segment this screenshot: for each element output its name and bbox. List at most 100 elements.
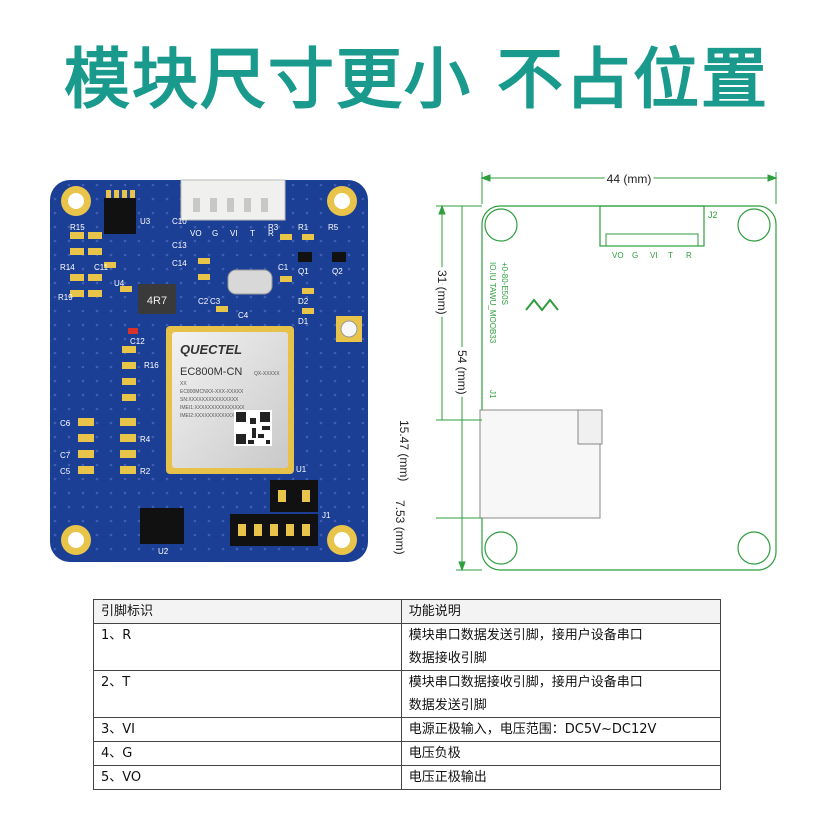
dimension-drawing: J2 VO G VI T R IO.IU TAWU_MOOB33 +0-80-E… xyxy=(392,170,778,572)
module-line-part: EC800MCNXX-XXX-XXXXX xyxy=(180,389,244,395)
pin-function-table: 引脚标识 功能说明 1、R 模块串口数据发送引脚，接用户设备串口数据接收引脚 2… xyxy=(93,599,722,790)
module-code: QX-XXXXX xyxy=(254,371,280,377)
inductor-label: 4R7 xyxy=(147,295,167,307)
silk-c2: C2 xyxy=(198,297,209,306)
antenna-connector xyxy=(336,316,362,342)
module-line-xx: XX xyxy=(180,381,187,387)
column-header-function: 功能说明 xyxy=(400,599,722,624)
logo-icon xyxy=(525,298,559,312)
silk-r14: R14 xyxy=(60,263,75,272)
inductor xyxy=(138,284,176,314)
board-text-3: J1 xyxy=(488,390,497,399)
silk-d2: D2 xyxy=(298,297,309,306)
silk-c7: C7 xyxy=(60,451,71,460)
silk-r19: R19 xyxy=(58,293,73,302)
silk-j1: J1 xyxy=(322,511,331,520)
pin-cell: 1、R xyxy=(93,623,402,671)
connector-outline xyxy=(599,205,705,247)
silk-r: R xyxy=(268,229,274,238)
silk-c10: C10 xyxy=(172,217,187,226)
dim-height-line xyxy=(436,204,482,420)
pcb-board-image: 4R7 QUECTEL EC800M-CN QX-XXXXX XX EC800M… xyxy=(50,179,368,562)
dim-1547-line xyxy=(436,419,482,519)
board-text-2: +0-80-E50S xyxy=(500,262,509,305)
silk-q1: Q1 xyxy=(298,267,309,276)
silk-c11: C11 xyxy=(94,263,109,272)
desc-line: 模块串口数据发送引脚，接用户设备串口 xyxy=(408,628,643,643)
pin-label-g: G xyxy=(632,251,638,260)
pin-label-t: T xyxy=(668,251,673,260)
dim-54-label: 54 (mm) xyxy=(455,350,469,395)
table-header-row: 引脚标识 功能说明 xyxy=(93,599,722,624)
silk-c1: C1 xyxy=(278,263,289,272)
pin-cell: 5、VO xyxy=(93,765,402,790)
dim-width-line xyxy=(480,172,778,204)
pin-label-vi: VI xyxy=(650,251,658,260)
silk-r15: R15 xyxy=(70,223,85,232)
silk-q2: Q2 xyxy=(332,267,343,276)
silk-r5: R5 xyxy=(328,223,339,232)
silk-u3: U3 xyxy=(140,217,151,226)
silk-d1: D1 xyxy=(298,317,309,326)
pin-label-vo: VO xyxy=(612,251,624,260)
module-model: EC800M-CN xyxy=(180,366,242,378)
silk-vo: VO xyxy=(190,229,202,238)
connector-ref: J2 xyxy=(708,210,718,220)
desc-cell: 模块串口数据发送引脚，接用户设备串口数据接收引脚 xyxy=(400,623,722,671)
transistor xyxy=(298,252,346,262)
crystal xyxy=(227,269,273,295)
silk-vi: VI xyxy=(230,229,238,238)
silk-t: T xyxy=(250,229,255,238)
desc-cell: 电压正极输出 xyxy=(400,765,722,790)
desc-line: 数据接收引脚 xyxy=(408,651,487,666)
desc-line: 数据发送引脚 xyxy=(408,698,487,713)
desc-cell: 电源正极输入，电压范围：DC5V~DC12V xyxy=(400,717,722,742)
dim-1547-label: 15.47 (mm) xyxy=(397,420,411,481)
table-row: 3、VI 电源正极输入，电压范围：DC5V~DC12V xyxy=(93,717,722,742)
table-row: 4、G 电压负极 xyxy=(93,741,722,766)
desc-cell: 电压负极 xyxy=(400,741,722,766)
page-title: 模块尺寸更小 不占位置 xyxy=(64,41,769,118)
module-line-imei2: IMEI2:XXXXXXXXXXXXXXX xyxy=(180,413,245,419)
silk-r2: R2 xyxy=(140,467,151,476)
module-brand: QUECTEL xyxy=(180,342,242,357)
smd-component xyxy=(70,232,314,474)
silk-c14: C14 xyxy=(172,259,187,268)
pin-cell: 2、T xyxy=(93,670,402,718)
silk-r4: R4 xyxy=(140,435,151,444)
pin-cell: 3、VI xyxy=(93,717,402,742)
desc-cell: 模块串口数据接收引脚，接用户设备串口数据发送引脚 xyxy=(400,670,722,718)
chip-u3 xyxy=(104,198,136,234)
pin-label-r: R xyxy=(686,251,692,260)
silk-c3: C3 xyxy=(210,297,221,306)
silk-c12: C12 xyxy=(130,337,145,346)
silk-g: G xyxy=(212,229,218,238)
ec800m-module: QUECTEL EC800M-CN QX-XXXXX XX EC800MCNXX… xyxy=(166,326,294,474)
dim-height-label: 31 (mm) xyxy=(435,270,449,315)
silk-c13: C13 xyxy=(172,241,187,250)
silk-u2: U2 xyxy=(158,547,169,556)
led xyxy=(128,328,138,334)
table-row: 5、VO 电压正极输出 xyxy=(93,765,722,790)
column-header-pin: 引脚标识 xyxy=(93,599,402,624)
silk-u1: U1 xyxy=(296,465,307,474)
silk-c6: C6 xyxy=(60,419,71,428)
pin-cell: 4、G xyxy=(93,741,402,766)
silk-r1: R1 xyxy=(298,223,309,232)
dim-753-label: 7.53 (mm) xyxy=(393,500,407,555)
chip-u2 xyxy=(140,508,184,544)
desc-line: 模块串口数据接收引脚，接用户设备串口 xyxy=(408,675,643,690)
pin-header xyxy=(230,480,318,546)
table-row: 1、R 模块串口数据发送引脚，接用户设备串口数据接收引脚 xyxy=(93,623,722,671)
module-line-imei1: IMEI1:XXXXXXXXXXXXXXX xyxy=(180,405,245,411)
table-row: 2、T 模块串口数据接收引脚，接用户设备串口数据发送引脚 xyxy=(93,670,722,718)
qr-code-icon xyxy=(234,410,272,446)
silk-r3: R3 xyxy=(268,223,279,232)
silk-c5: C5 xyxy=(60,467,71,476)
dim-width-label: 44 (mm) xyxy=(607,172,652,186)
silk-u4: U4 xyxy=(114,279,125,288)
board-text-1: IO.IU TAWU_MOOB33 xyxy=(488,262,497,344)
mounting-hole-outline xyxy=(484,208,771,565)
silk-r16: R16 xyxy=(144,361,159,370)
module-line-sn: SN:XXXXXXXXXXXXXXX xyxy=(180,397,239,403)
